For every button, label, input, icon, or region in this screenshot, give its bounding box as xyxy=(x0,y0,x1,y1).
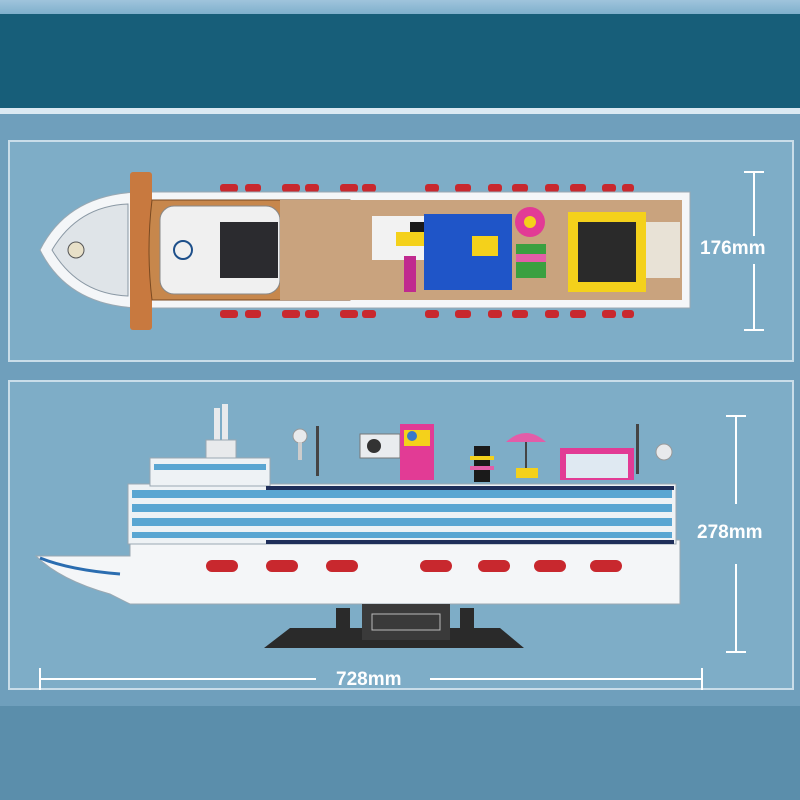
bottom-band xyxy=(0,706,800,800)
window-band-3 xyxy=(132,518,672,526)
height-dimension-bracket xyxy=(726,415,746,653)
height-label: 278mm xyxy=(697,522,763,543)
width-label: 176mm xyxy=(700,238,766,259)
helm-wheel-icon xyxy=(173,240,193,260)
side-lifeboats xyxy=(206,560,622,572)
width-dimension-bracket xyxy=(744,171,764,331)
window-band-2 xyxy=(132,504,672,512)
pool-area xyxy=(424,214,512,290)
top-orange-structure xyxy=(130,172,152,330)
length-dimension-bracket xyxy=(39,668,703,690)
length-label: 728mm xyxy=(336,669,402,690)
top-strip xyxy=(0,0,800,14)
window-band-1 xyxy=(132,490,672,498)
side-hull xyxy=(34,539,681,605)
top-view-ship xyxy=(39,172,691,330)
umbrella-icon xyxy=(506,433,546,442)
top-lifeboats-lower xyxy=(220,310,634,318)
side-view-ship xyxy=(34,404,681,648)
header-underline xyxy=(0,108,800,114)
window-band-4 xyxy=(132,532,672,538)
top-lifeboats-upper xyxy=(220,184,634,192)
header-band xyxy=(0,14,800,108)
